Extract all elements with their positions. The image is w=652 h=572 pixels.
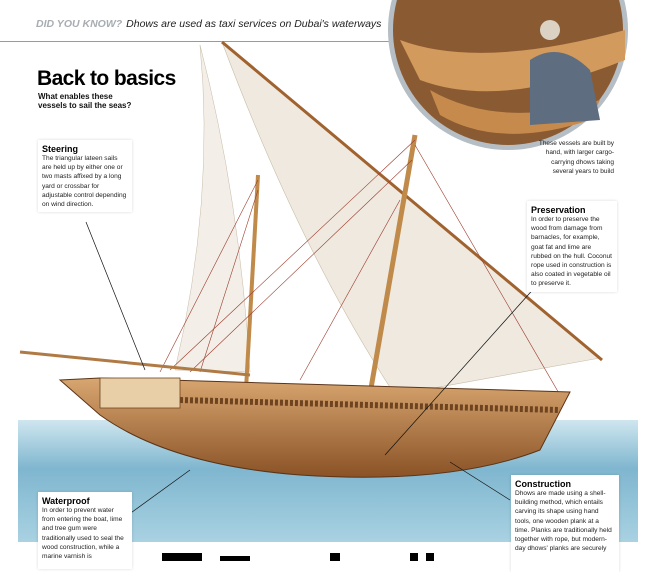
did-you-know-fact: Dhows are used as taxi services on Dubai… xyxy=(126,18,382,30)
callout-text: In order to prevent water from entering … xyxy=(42,507,124,561)
deck-cabin xyxy=(99,377,181,409)
callout-waterproof: Waterproof In order to prevent water fro… xyxy=(38,492,132,569)
did-you-know-banner: DID YOU KNOW?Dhows are used as taxi serv… xyxy=(36,18,381,30)
deck-rail xyxy=(179,397,561,413)
leader-lines xyxy=(85,221,538,516)
callout-construction: Construction Dhows are made using a shel… xyxy=(511,475,619,572)
bottom-heading-glyph xyxy=(426,553,434,561)
callout-text: In order to preserve the wood from damag… xyxy=(531,216,613,288)
callout-title: Waterproof xyxy=(42,496,90,506)
did-you-know-label: DID YOU KNOW? xyxy=(36,18,123,30)
callout-title: Construction xyxy=(515,479,571,489)
bottom-heading-glyph xyxy=(330,553,340,561)
callout-steering: Steering The triangular lateen sails are… xyxy=(38,140,132,213)
page-title: Back to basics xyxy=(37,67,176,90)
fore-sail xyxy=(174,44,251,373)
callout-text: The triangular lateen sails are held up … xyxy=(42,155,127,209)
rigging xyxy=(159,139,561,396)
bottom-heading-glyph xyxy=(410,553,418,561)
header-divider xyxy=(0,41,400,42)
main-yard xyxy=(221,40,603,362)
photo-roundel xyxy=(388,0,628,150)
bottom-heading-glyphs xyxy=(162,553,202,561)
bottom-heading-glyph xyxy=(220,556,250,561)
callout-text: Dhows are made using a shell-building me… xyxy=(515,490,612,553)
page-subtitle: What enables these vessels to sail the s… xyxy=(38,92,132,110)
photo-caption: These vessels are built by hand, with la… xyxy=(538,140,614,176)
main-sail xyxy=(221,41,601,396)
callout-preservation: Preservation In order to preserve the wo… xyxy=(527,201,617,292)
steering-yard xyxy=(19,350,251,377)
callout-title: Steering xyxy=(42,144,79,154)
callout-title: Preservation xyxy=(531,205,586,215)
